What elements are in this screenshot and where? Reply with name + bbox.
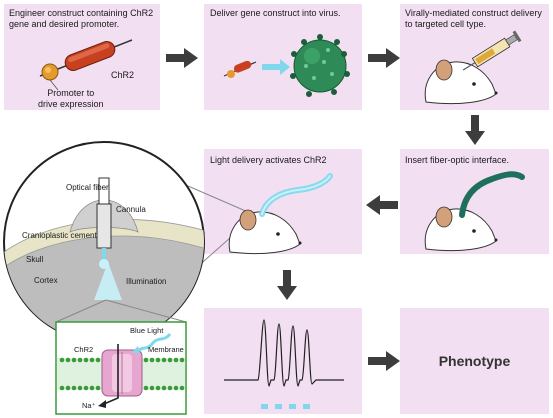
- syringe-icon: [462, 30, 522, 71]
- label-promoter: Promoter to drive expression: [38, 88, 104, 109]
- panel-phenotype: Phenotype: [400, 308, 549, 414]
- caption-engineer: Engineer construct containing ChR2 gene …: [9, 8, 154, 29]
- spike-trace-line: [224, 319, 344, 387]
- mouse-icon: [424, 59, 498, 105]
- skull-layer: [4, 219, 204, 271]
- panel-engineer-construct: Engineer construct containing ChR2 gene …: [4, 4, 160, 110]
- label-illumination: Illumination: [126, 277, 166, 286]
- mouse-icon: [228, 209, 302, 255]
- fiber-tip: [102, 248, 106, 262]
- panel-insert-fiber: Insert fiber-optic interface.: [400, 149, 549, 254]
- label-membrane: Membrane: [148, 345, 184, 354]
- transfer-arrow-icon: [262, 59, 290, 75]
- arrow-down-icon: [277, 270, 297, 300]
- label-chr2-gene: ChR2: [111, 70, 134, 80]
- caption-insert: Insert fiber-optic interface.: [405, 155, 510, 165]
- mouse-injection-illustration: [424, 30, 522, 105]
- dna-construct-illustration: ChR2: [39, 39, 134, 91]
- label-blue-light: Blue Light: [130, 326, 164, 335]
- caption-deliver: Deliver gene construct into virus.: [210, 8, 341, 18]
- virus-icon: [290, 34, 350, 97]
- glowing-fiber-icon: [259, 173, 333, 217]
- gene-construct-small-icon: [233, 60, 252, 73]
- arrow-right-icon: [166, 48, 198, 68]
- ion-flow-arrow-icon: [103, 344, 119, 405]
- panel-deliver-virus: Deliver gene construct into virus.: [204, 4, 362, 110]
- cannula-icon: [96, 203, 112, 249]
- arrow-down-icon: [465, 115, 485, 145]
- label-cement: Cranioplastic cement: [22, 231, 97, 240]
- zoom-connector-line: [55, 299, 107, 323]
- action-potential-trace: [224, 319, 344, 409]
- lipid-heads-top: [59, 357, 185, 363]
- arrow-right-icon: [368, 48, 400, 68]
- label-cortex: Cortex: [34, 276, 58, 285]
- mouse-icon: [424, 206, 498, 252]
- arrow-left-icon: [366, 195, 398, 215]
- zoom-connector-line: [105, 299, 187, 323]
- membrane-inset: Blue Light ChR2 Membrane Na⁺: [55, 321, 187, 415]
- caption-light: Light delivery activates ChR2: [210, 155, 327, 165]
- virus-illustration: [223, 34, 350, 97]
- caption-viral: Virally-mediated construct delivery to t…: [405, 8, 542, 29]
- fiber-optic-cable-icon: [459, 171, 525, 218]
- arrow-right-icon: [368, 351, 400, 371]
- light-pulse-markers: [261, 404, 310, 409]
- chr2-channel-icon: [101, 349, 143, 397]
- label-skull: Skull: [26, 255, 44, 264]
- lipid-heads-bottom: [59, 385, 185, 391]
- mouse-fiber-illustration: [424, 171, 525, 252]
- panel-spike-trace: [204, 308, 362, 414]
- label-chr2-channel: ChR2: [74, 345, 93, 354]
- chr2-gene-icon: [64, 41, 116, 71]
- illumination-cone: [94, 262, 122, 300]
- label-optical-fiber: Optical fiber: [66, 183, 109, 192]
- label-cannula: Cannula: [116, 205, 146, 214]
- blue-light-wave-icon: [134, 332, 172, 354]
- panel-viral-delivery: Virally-mediated construct delivery to t…: [400, 4, 549, 110]
- phenotype-label: Phenotype: [438, 353, 511, 369]
- label-sodium-ion: Na⁺: [82, 401, 96, 410]
